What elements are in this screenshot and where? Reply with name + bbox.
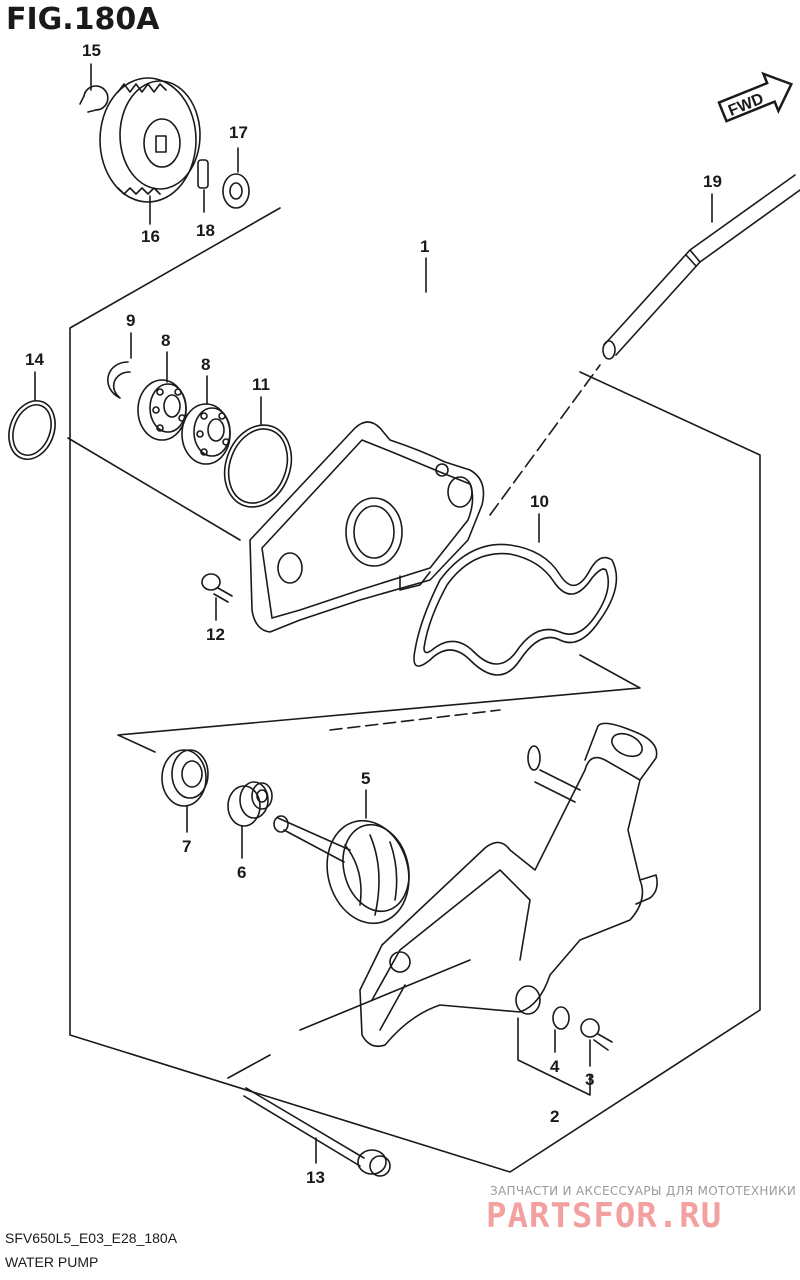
pin-18 xyxy=(197,159,209,189)
callout-12: 12 xyxy=(206,625,225,644)
pump-cover-plate xyxy=(249,421,485,633)
callout-18: 18 xyxy=(196,221,215,240)
callout-14: 14 xyxy=(25,350,44,369)
callout-13: 13 xyxy=(306,1168,325,1187)
section-line-lower xyxy=(299,959,471,1031)
section-line-13 xyxy=(227,1054,271,1079)
section-line-mid xyxy=(117,654,641,753)
washer-4 xyxy=(552,1006,570,1030)
bearing-8-b xyxy=(181,403,231,465)
gasket-10 xyxy=(413,543,618,676)
callout-8-b: 8 xyxy=(201,355,210,374)
bearing-8-a xyxy=(137,379,187,441)
circlip-9 xyxy=(107,361,131,399)
oring-14 xyxy=(8,400,56,460)
diagram-code: SFV650L5_E03_E28_180A xyxy=(5,1230,178,1246)
pump-body xyxy=(359,722,658,1048)
oring-11 xyxy=(223,424,293,508)
bracket-2 xyxy=(517,1017,591,1096)
impeller-shaft-5 xyxy=(273,815,410,925)
callout-6: 6 xyxy=(237,863,246,882)
assembly-outline xyxy=(69,207,761,1173)
callout-3: 3 xyxy=(585,1070,594,1089)
watermark-subtitle: ЗАПЧАСТИ И АКСЕССУАРЫ ДЛЯ МОТОТЕХНИКИ xyxy=(490,1184,797,1198)
callout-1: 1 xyxy=(420,237,429,256)
callout-7: 7 xyxy=(182,837,191,856)
callout-9: 9 xyxy=(126,311,135,330)
figure-title: FIG.180A xyxy=(6,2,160,37)
gear-16 xyxy=(99,77,201,203)
callout-19: 19 xyxy=(703,172,722,191)
diagram-caption: WATER PUMP xyxy=(5,1254,99,1270)
oil-seal-7 xyxy=(161,749,209,807)
watermark-logo: PARTSFOR.RU xyxy=(486,1196,723,1236)
callout-4: 4 xyxy=(550,1057,560,1076)
callout-17: 17 xyxy=(229,123,248,142)
callout-11: 11 xyxy=(252,375,270,394)
long-bolt-13 xyxy=(243,1087,391,1177)
hose-19 xyxy=(602,174,800,360)
callout-5: 5 xyxy=(361,769,370,788)
callout-16: 16 xyxy=(141,227,160,246)
washer-17 xyxy=(222,173,250,209)
section-line-upper xyxy=(67,437,241,541)
bolt-12 xyxy=(201,573,233,603)
callout-2: 2 xyxy=(550,1107,559,1126)
callout-8-a: 8 xyxy=(161,331,170,350)
callout-10: 10 xyxy=(530,492,549,511)
forward-arrow-icon: FWD xyxy=(717,71,794,123)
circlip-15 xyxy=(83,85,109,111)
mechanical-seal-6 xyxy=(227,781,273,827)
shaft-centerline xyxy=(329,709,501,731)
bolt-3 xyxy=(580,1018,613,1051)
hose-centerline xyxy=(489,364,601,516)
callout-15: 15 xyxy=(82,41,101,60)
